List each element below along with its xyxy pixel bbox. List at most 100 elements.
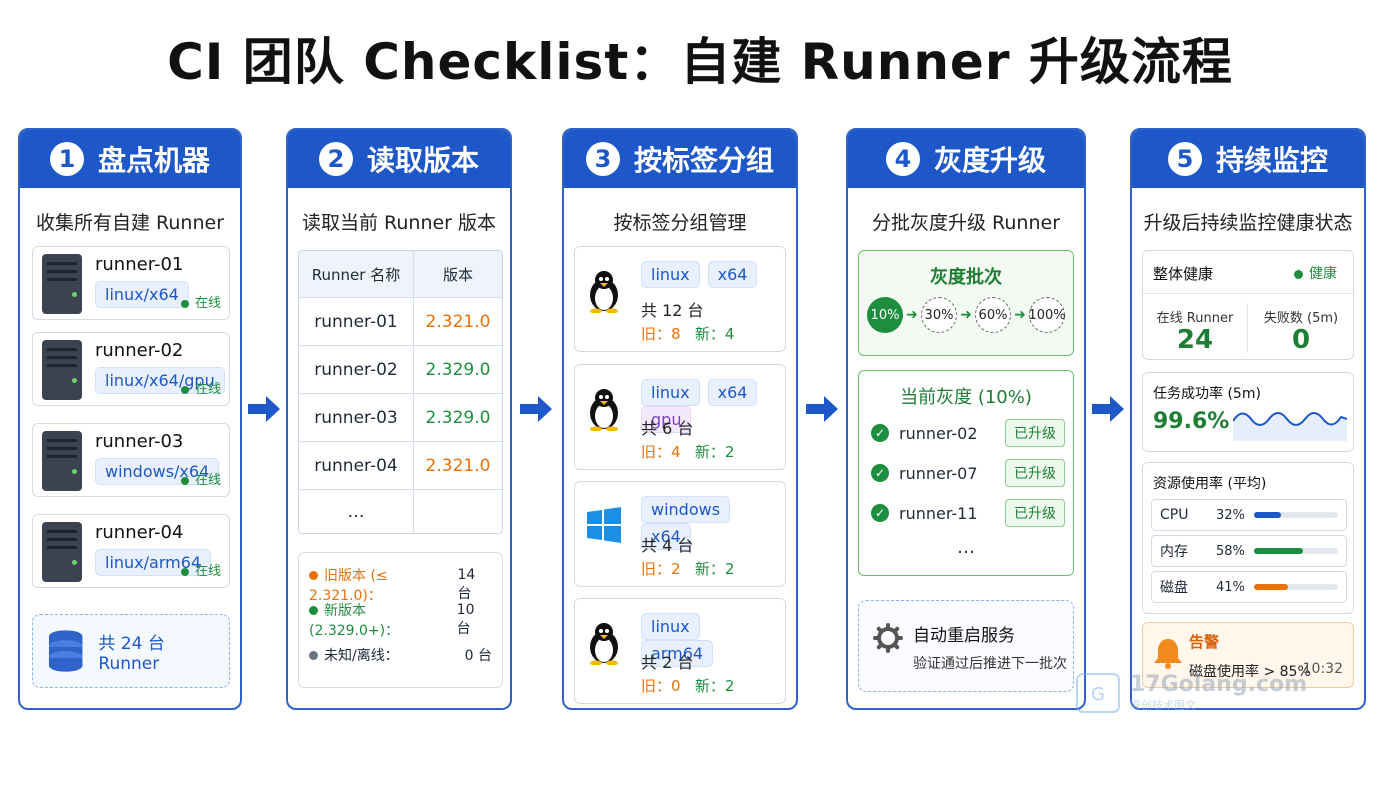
status-badge: 在线 bbox=[180, 292, 221, 311]
list-item: ✓ runner-07 已升级 bbox=[871, 459, 1065, 487]
runner-card: runner-01 linux/x64 在线 bbox=[32, 246, 230, 320]
restart-title: 自动重启服务 bbox=[913, 626, 1015, 646]
flow-arrow-icon bbox=[248, 396, 280, 422]
column-header: 版本 bbox=[442, 265, 473, 284]
runner-version: 2.329.0 bbox=[425, 407, 491, 428]
resource-name: 内存 bbox=[1160, 544, 1188, 560]
status-badge: 在线 bbox=[180, 378, 221, 397]
resource-name: 磁盘 bbox=[1160, 580, 1188, 596]
resource-label: 资源使用率 (平均) bbox=[1153, 476, 1267, 492]
health-label: 整体健康 bbox=[1153, 265, 1214, 283]
success-value: 99.6% bbox=[1153, 409, 1230, 434]
windows-logo-icon bbox=[587, 507, 621, 543]
online-value: 24 bbox=[1176, 325, 1214, 355]
runner-name: runner-01 bbox=[299, 298, 414, 345]
runner-version: 2.321.0 bbox=[425, 311, 491, 332]
list-item: ✓ runner-11 已升级 bbox=[871, 499, 1065, 527]
batch-step: 60% bbox=[975, 297, 1011, 333]
step-1-header: 1 盘点机器 bbox=[20, 130, 240, 188]
linux-penguin-icon bbox=[590, 389, 618, 431]
step-2-card: 2 读取版本 读取当前 Runner 版本 Runner 名称 版本 runne… bbox=[286, 128, 512, 710]
step-title: 持续监控 bbox=[1215, 144, 1328, 177]
flow-arrow-icon bbox=[806, 396, 838, 422]
health-status: 健康 bbox=[1294, 263, 1337, 283]
check-icon: ✓ bbox=[871, 424, 889, 442]
success-label: 任务成功率 (5m) bbox=[1153, 386, 1261, 402]
table-row: … bbox=[299, 489, 502, 533]
group-ratio: 旧：8 新：4 bbox=[641, 325, 735, 343]
step-subtitle: 分批灰度升级 Runner bbox=[871, 212, 1060, 234]
check-icon: ✓ bbox=[871, 504, 889, 522]
table-row: runner-01 2.321.0 bbox=[299, 297, 502, 345]
group-card: linuxarm64 共 2 台 旧：0 新：2 bbox=[574, 598, 786, 704]
table-row: runner-03 2.329.0 bbox=[299, 393, 502, 441]
runner-tag: linux/arm64 bbox=[95, 549, 212, 576]
success-sparkline bbox=[1233, 412, 1347, 441]
table-row: runner-02 2.329.0 bbox=[299, 345, 502, 393]
legend-item: 未知/离线： 0 台 bbox=[309, 637, 492, 672]
resource-row: 内存 58% bbox=[1151, 535, 1347, 567]
step-5-card: 5 持续监控 升级后持续监控健康状态 整体健康 健康 在线 Runner 24 … bbox=[1130, 128, 1366, 710]
step-number: 4 bbox=[885, 142, 920, 176]
resource-name: CPU bbox=[1160, 507, 1189, 523]
batch-step: 10% bbox=[867, 297, 903, 333]
group-tag: x64 bbox=[707, 379, 758, 406]
runner-name: runner-02 bbox=[95, 340, 184, 361]
ellipsis: … bbox=[299, 490, 414, 533]
panel-title: 当前灰度 (10%) bbox=[900, 387, 1032, 408]
group-tag: x64 bbox=[641, 523, 691, 550]
runner-name: runner-07 bbox=[899, 463, 978, 483]
group-tag: linux bbox=[641, 613, 700, 640]
runner-name: runner-03 bbox=[95, 431, 184, 452]
group-count: 共 4 台 bbox=[641, 536, 694, 555]
resource-bar bbox=[1254, 584, 1289, 590]
status-badge: 在线 bbox=[180, 560, 221, 579]
runner-name: runner-02 bbox=[299, 346, 414, 393]
runner-card: runner-02 linux/x64/gpu 在线 bbox=[32, 332, 230, 406]
flow-arrow-icon bbox=[1092, 396, 1124, 422]
watermark-site: 17Golang.com bbox=[1130, 672, 1308, 697]
version-table: Runner 名称 版本 runner-01 2.321.0 runner-02… bbox=[298, 250, 503, 534]
page-title: CI 团队 Checklist：自建 Runner 升级流程 bbox=[167, 33, 1233, 91]
batch-sequence: 10% ➜ 30% ➜ 60% ➜ 100% bbox=[867, 297, 1066, 333]
site-logo-icon: G bbox=[1076, 672, 1120, 713]
runner-card: runner-03 windows/x64 在线 bbox=[32, 423, 230, 497]
step-subtitle: 升级后持续监控健康状态 bbox=[1143, 212, 1353, 234]
status-badge: 在线 bbox=[180, 469, 221, 488]
runner-name: runner-02 bbox=[899, 423, 978, 443]
server-icon bbox=[42, 254, 82, 314]
linux-penguin-icon bbox=[590, 271, 618, 313]
runner-version: 2.329.0 bbox=[425, 359, 491, 380]
batch-step: 100% bbox=[1028, 297, 1066, 333]
step-1-card: 1 盘点机器 收集所有自建 Runner runner-01 linux/x64… bbox=[18, 128, 242, 710]
runner-tag: windows/x64 bbox=[95, 458, 220, 485]
resource-pct: 41% bbox=[1216, 579, 1245, 595]
server-icon bbox=[42, 340, 82, 400]
server-icon bbox=[42, 522, 82, 582]
alert-description: 磁盘使用率 > 85% bbox=[1189, 664, 1311, 680]
current-canary-panel: 当前灰度 (10%) ✓ runner-02 已升级 ✓ runner-07 已… bbox=[858, 370, 1074, 576]
arrow-right-icon: ➜ bbox=[906, 307, 918, 323]
gear-icon bbox=[873, 623, 903, 653]
group-tag: x64 bbox=[707, 261, 758, 288]
table-row: runner-04 2.321.0 bbox=[299, 441, 502, 489]
arrow-right-icon: ➜ bbox=[960, 307, 972, 323]
status-badge: 已升级 bbox=[1005, 459, 1065, 487]
panel-title: 灰度批次 bbox=[930, 267, 1002, 288]
runner-name: runner-04 bbox=[95, 522, 184, 543]
batch-step: 30% bbox=[921, 297, 957, 333]
step-3-header: 3 按标签分组 bbox=[564, 130, 796, 188]
step-number: 3 bbox=[585, 142, 620, 176]
runner-version: 2.321.0 bbox=[425, 455, 491, 476]
resource-card: 资源使用率 (平均) CPU 32% 内存 58% 磁盘 41% bbox=[1142, 462, 1354, 614]
step-title: 灰度升级 bbox=[933, 144, 1046, 177]
watermark-slogan: 原创技术图文 bbox=[1130, 699, 1196, 712]
auto-restart-panel: 自动重启服务 验证通过后推进下一批次 bbox=[858, 600, 1074, 692]
restart-description: 验证通过后推进下一批次 bbox=[913, 656, 1067, 672]
resource-bar bbox=[1254, 512, 1281, 518]
step-subtitle: 按标签分组管理 bbox=[613, 212, 747, 234]
group-tag: linux bbox=[641, 261, 700, 288]
group-ratio: 旧：0 新：2 bbox=[641, 677, 735, 695]
